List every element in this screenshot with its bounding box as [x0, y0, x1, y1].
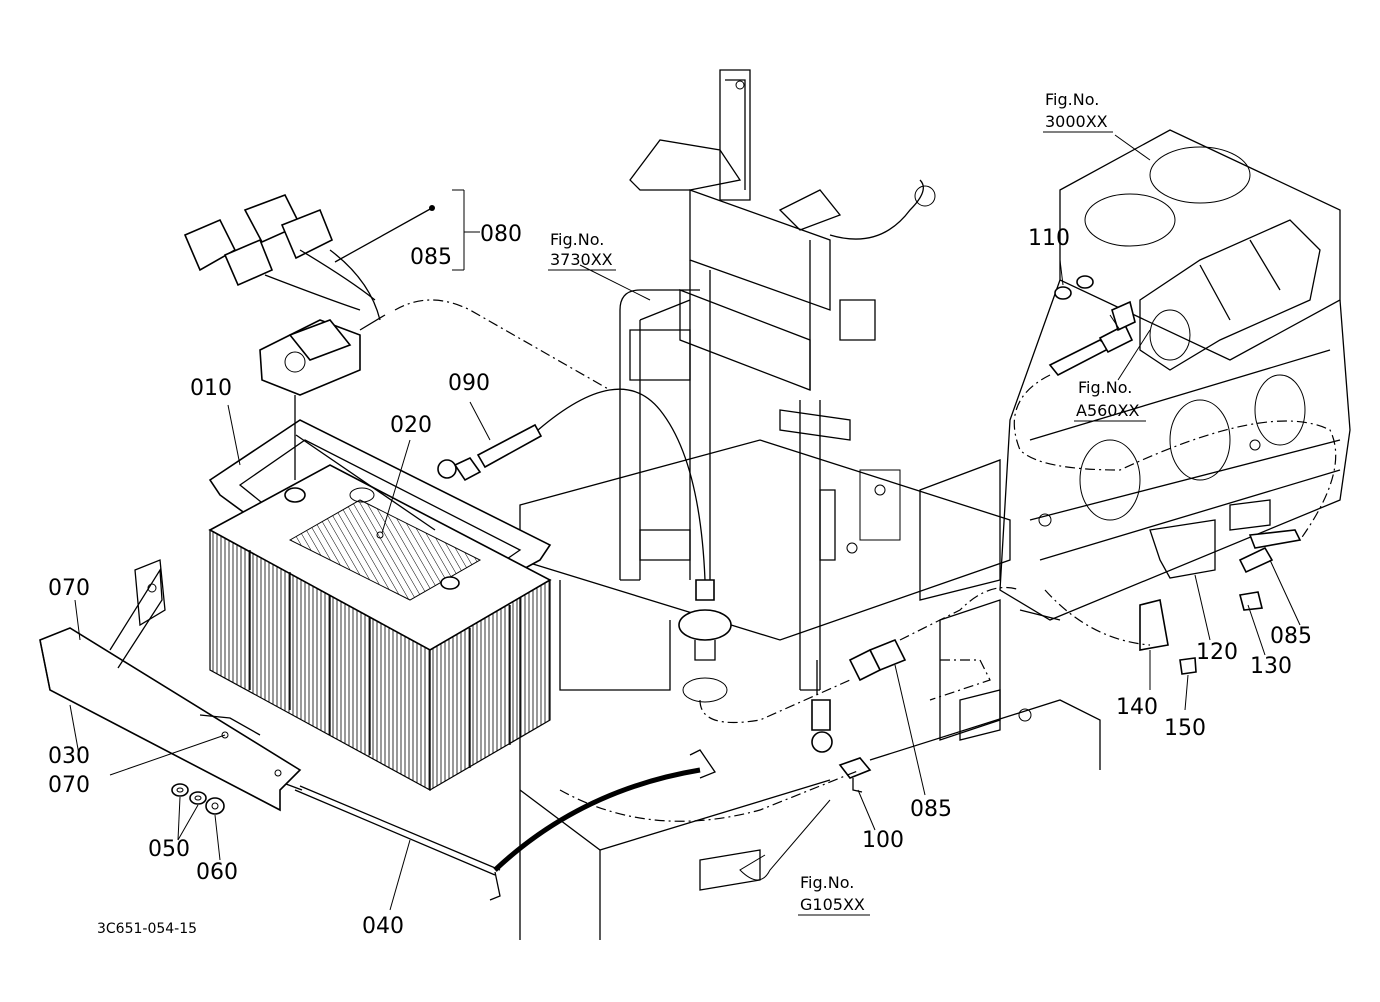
rod-bolt-040 [285, 783, 501, 901]
routing-lines [394, 299, 1337, 822]
battery-stay-030 [39, 559, 302, 812]
callout-070-bottom: 070 [48, 773, 90, 798]
figref-g105xx: Fig.No. G105XX [798, 873, 870, 916]
callout-150: 150 [1164, 716, 1206, 741]
leader-lines [69, 134, 1301, 911]
figref-3000xx: Fig.No. 3000XX [1043, 90, 1113, 133]
strap-hook [689, 749, 716, 779]
callout-010: 010 [190, 376, 232, 401]
callout-085-harness: 085 [410, 245, 452, 270]
figref-3730xx: Fig.No. 3730XX [548, 230, 616, 271]
callout-085-center: 085 [910, 797, 952, 822]
battery-switch-harness [183, 193, 436, 531]
callout-140: 140 [1116, 695, 1158, 720]
callout-085-right: 085 [1270, 624, 1312, 649]
battery-020 [208, 464, 552, 792]
callout-100: 100 [862, 828, 904, 853]
roll-frame [619, 69, 936, 691]
positive-cable-090 [437, 388, 732, 703]
starter-cable [848, 275, 1302, 682]
callout-070-top: 070 [48, 576, 90, 601]
figref-3000-label: Fig.No. [1045, 90, 1099, 109]
drawing-code: 3C651-054-15 [97, 921, 197, 937]
nuts-washers-050-060 [171, 783, 225, 815]
figref-g105-label: Fig.No. [800, 873, 854, 892]
callout-090: 090 [448, 371, 490, 396]
figref-a560xx: Fig.No. A560XX [1074, 378, 1146, 422]
callout-020: 020 [390, 413, 432, 438]
figref-3000-number: 3000XX [1045, 112, 1108, 131]
callout-050: 050 [148, 837, 190, 862]
battery-strap [493, 767, 701, 872]
callout-040: 040 [362, 914, 404, 939]
figref-3730-label: Fig.No. [550, 230, 604, 249]
callout-080: 080 [480, 222, 522, 247]
engine-block [919, 129, 1351, 621]
earth-cable-100 [811, 660, 872, 793]
figref-3730-number: 3730XX [550, 250, 613, 269]
callout-110: 110 [1028, 226, 1070, 251]
figref-a560-label: Fig.No. [1078, 378, 1132, 397]
figref-a560-number: A560XX [1076, 401, 1139, 420]
callout-060: 060 [196, 860, 238, 885]
callout-130: 130 [1250, 654, 1292, 679]
figref-g105-number: G105XX [800, 895, 865, 914]
callout-120: 120 [1196, 640, 1238, 665]
callout-030: 030 [48, 744, 90, 769]
